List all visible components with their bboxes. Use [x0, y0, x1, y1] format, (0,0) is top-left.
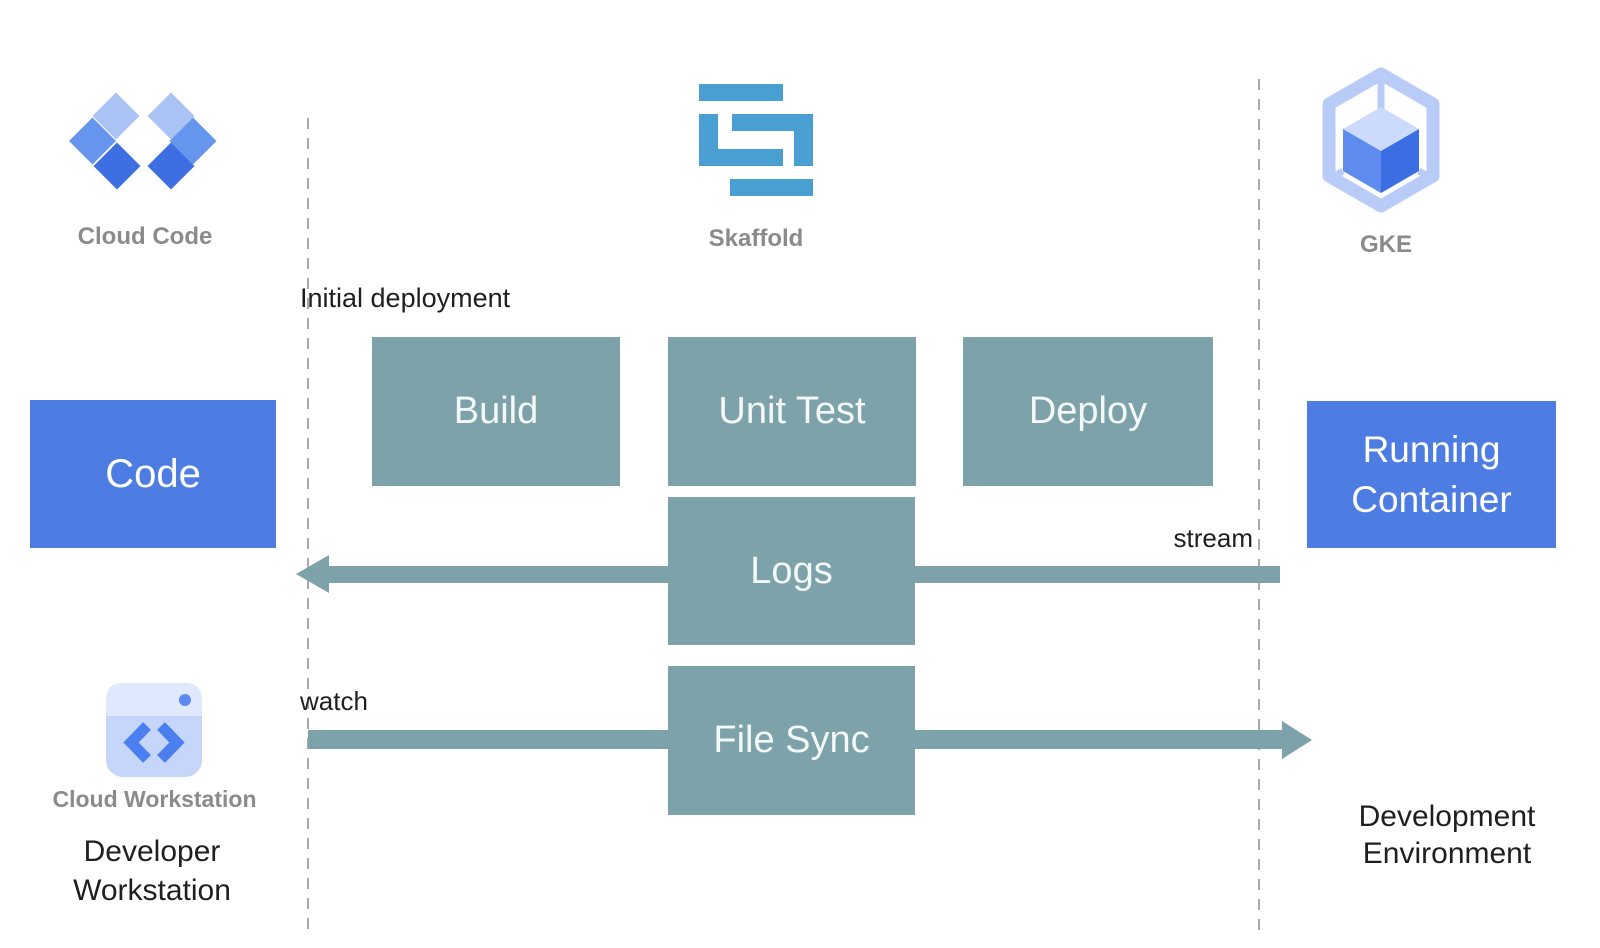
code-box-label: Code — [105, 451, 201, 496]
unit-test-box-label: Unit Test — [718, 390, 866, 432]
build-box: Build — [372, 337, 620, 486]
skaffold-label: Skaffold — [708, 225, 804, 252]
initial-deployment-label: Initial deployment — [300, 283, 511, 313]
left-lane-divider — [307, 118, 309, 935]
watch-label: watch — [300, 686, 368, 716]
watch-arrowhead — [1282, 721, 1312, 759]
file-sync-box-label: File Sync — [713, 719, 870, 761]
code-box: Code — [30, 400, 276, 548]
cloud-workstation-label: Cloud Workstation — [52, 786, 257, 812]
cloud-code-icon — [69, 92, 217, 190]
skaffold-icon — [699, 84, 813, 196]
logs-box-label: Logs — [750, 549, 833, 592]
logs-box: Logs — [668, 497, 915, 645]
cloud-workstation-icon — [106, 683, 202, 777]
stream-label: stream — [1173, 523, 1253, 553]
right-lane-divider — [1258, 79, 1260, 935]
build-box-label: Build — [453, 390, 539, 432]
deploy-box: Deploy — [963, 337, 1213, 486]
gke-icon — [1322, 67, 1440, 213]
stream-arrowhead — [296, 555, 329, 593]
development-environment-label: Development Environment — [1358, 800, 1536, 870]
unit-test-box: Unit Test — [668, 337, 916, 486]
deploy-box-label: Deploy — [1028, 390, 1148, 432]
developer-workstation-label: Developer Workstation — [73, 835, 231, 907]
running-container-box-label: Running Container — [1351, 428, 1512, 520]
file-sync-box: File Sync — [668, 666, 915, 815]
running-container-box: Running Container — [1307, 401, 1556, 548]
gke-label: GKE — [1359, 231, 1412, 258]
cloud-code-label: Cloud Code — [77, 223, 213, 250]
